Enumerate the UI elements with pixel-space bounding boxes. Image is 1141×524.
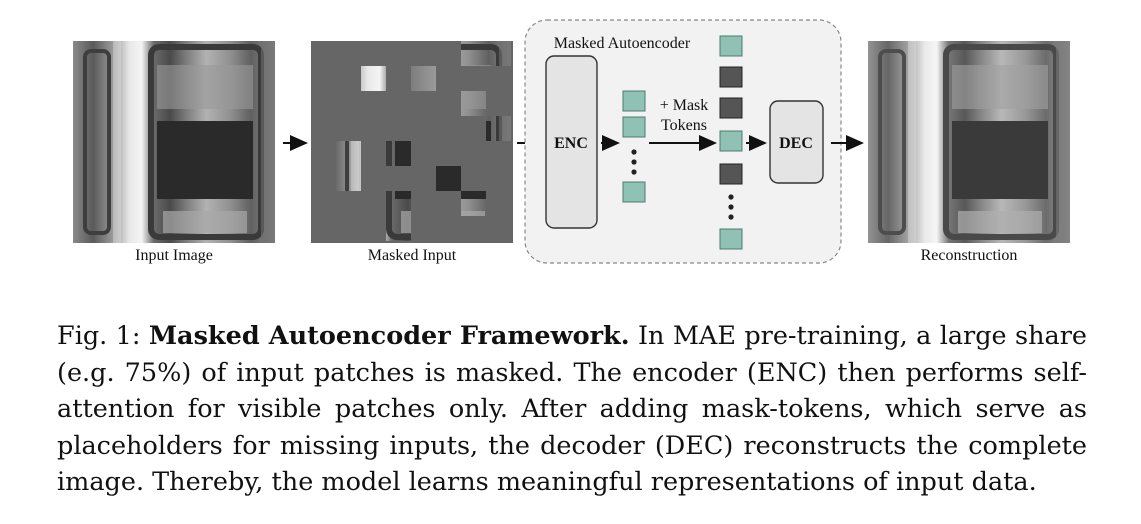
encoder-label: ENC <box>554 135 588 152</box>
reconstruction-image <box>868 41 1070 243</box>
visible-token <box>719 35 743 57</box>
ellipsis-dot <box>728 214 734 220</box>
input-image-label: Input Image <box>135 247 213 264</box>
ellipsis-dot <box>631 159 637 165</box>
visible-token <box>622 90 646 112</box>
mask-token <box>719 163 743 185</box>
masked-input-label: Masked Input <box>367 247 457 264</box>
input-image <box>73 41 275 243</box>
ellipsis-dot <box>631 169 637 175</box>
mask-token <box>719 97 743 119</box>
visible-token <box>719 228 743 250</box>
decoder-block <box>769 100 824 184</box>
figure-caption: Fig. 1: Masked Autoencoder Framework. In… <box>57 318 1087 501</box>
mask-tokens-label-line2: Tokens <box>661 117 707 134</box>
visible-token <box>622 116 646 138</box>
ellipsis-dot <box>631 149 637 155</box>
masked-input-image <box>311 41 513 243</box>
decoder-label: DEC <box>779 135 813 152</box>
mask-tokens-label-line1: + Mask <box>660 97 709 114</box>
ellipsis-dot <box>728 194 734 200</box>
mae-box <box>524 19 842 264</box>
reconstruction-label: Reconstruction <box>920 247 1018 264</box>
visible-token <box>719 130 743 152</box>
mae-box-title: Masked Autoencoder <box>554 35 691 52</box>
mask-token <box>719 66 743 88</box>
encoder-block <box>545 55 598 229</box>
visible-token <box>622 181 646 203</box>
caption-prefix: Fig. 1: <box>57 321 149 351</box>
mae-framework-figure: Masked Autoencoder ENC + Mask Tokens DEC <box>0 19 1141 264</box>
ellipsis-dot <box>728 204 734 210</box>
figure-diagram: Masked Autoencoder ENC + Mask Tokens DEC <box>0 19 1141 264</box>
caption-body: In MAE pre-training, a large share (e.g.… <box>57 321 1088 497</box>
caption-title: Masked Autoencoder Framework. <box>148 321 630 351</box>
